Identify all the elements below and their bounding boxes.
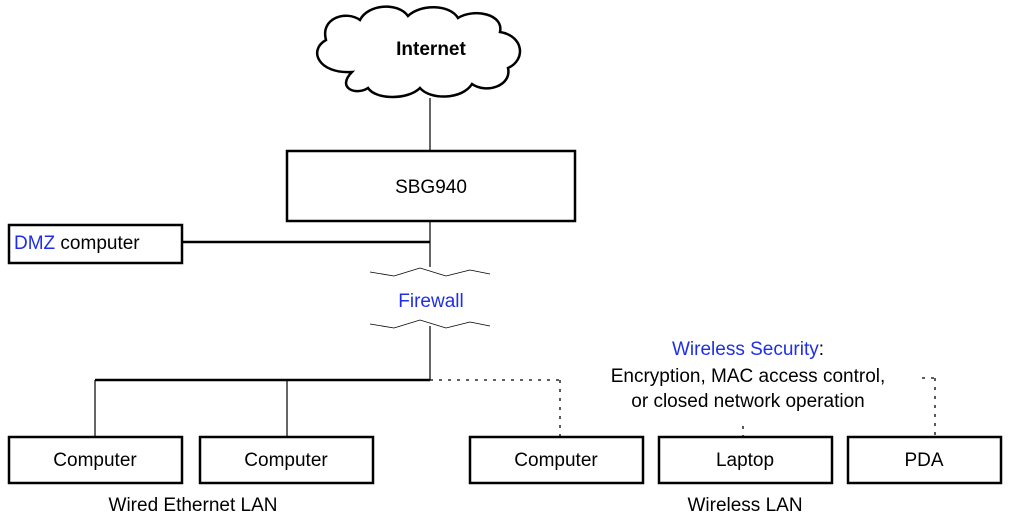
wireless-security-colon: : — [818, 339, 825, 360]
wireless-security-line-2: or closed network operation — [631, 391, 865, 412]
firewall-top-zigzag — [369, 267, 491, 277]
wireless-lan-caption: Wireless LAN — [687, 495, 803, 516]
internet-label: Internet — [396, 39, 466, 60]
dmz-link[interactable]: DMZ — [14, 233, 56, 254]
dmz-box — [7, 223, 184, 265]
wireless-computer-box — [468, 435, 645, 485]
wireless-computer-label: Computer — [514, 450, 598, 471]
firewall-link[interactable]: Firewall — [398, 291, 464, 312]
pda-box — [846, 435, 1003, 485]
wireless-security-line-1: Encryption, MAC access control, — [610, 366, 886, 387]
wired-computer-label-1: Computer — [53, 450, 137, 471]
pda-label: PDA — [904, 450, 944, 471]
gateway-box — [285, 149, 577, 223]
gateway-label: SBG940 — [395, 177, 467, 198]
internet-cloud-shape — [315, 5, 522, 99]
dmz-text: computer — [55, 233, 140, 254]
laptop-box — [657, 435, 834, 485]
wired-lan-caption: Wired Ethernet LAN — [108, 495, 278, 516]
firewall-bottom-zigzag — [369, 319, 491, 329]
wired-computer-box-1 — [7, 435, 184, 485]
dmz-label: DMZ computer — [14, 234, 140, 253]
laptop-label: Laptop — [715, 450, 775, 471]
wireless-security-heading: Wireless Security: — [672, 340, 824, 359]
wireless-security-link[interactable]: Wireless Security — [671, 339, 819, 360]
wired-computer-label-2: Computer — [244, 450, 328, 471]
wired-computer-box-2 — [198, 435, 375, 485]
